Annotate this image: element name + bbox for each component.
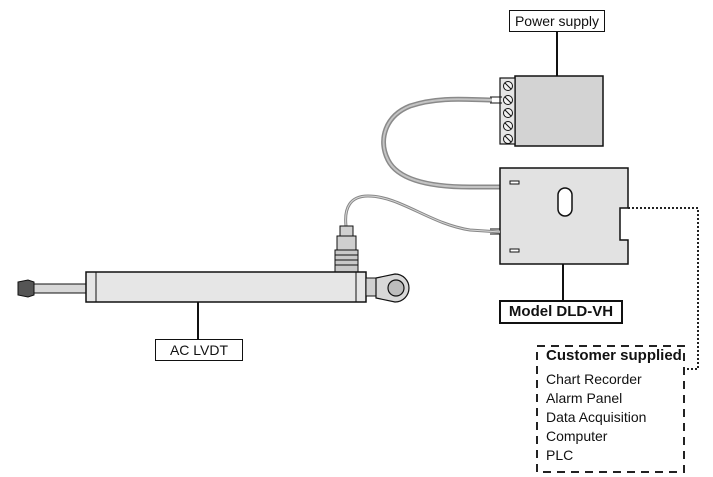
ac-lvdt-sensor [17,271,410,303]
model-label: Model DLD-VH [499,300,623,324]
customer-dashed-border [536,345,685,473]
customer-item-computer: Computer [546,428,608,444]
power-supply-label: Power supply [509,10,605,32]
customer-item-alarm-panel: Alarm Panel [546,390,623,406]
terminal-block [503,81,513,144]
customer-supplied-title: Customer supplied [546,347,682,364]
customer-item-data-acquisition: Data Acquisition [546,409,647,425]
customer-item-plc: PLC [546,447,574,463]
power-supply-unit [490,75,604,147]
customer-item-chart-recorder: Chart Recorder [546,371,642,387]
lvdt-connector [334,225,359,273]
model-unit [499,167,629,265]
ac-lvdt-label: AC LVDT [155,339,243,361]
customer-supplied-box: Customer supplied Chart Recorder Alarm P… [533,344,683,472]
customer-dotted-link [628,207,699,370]
